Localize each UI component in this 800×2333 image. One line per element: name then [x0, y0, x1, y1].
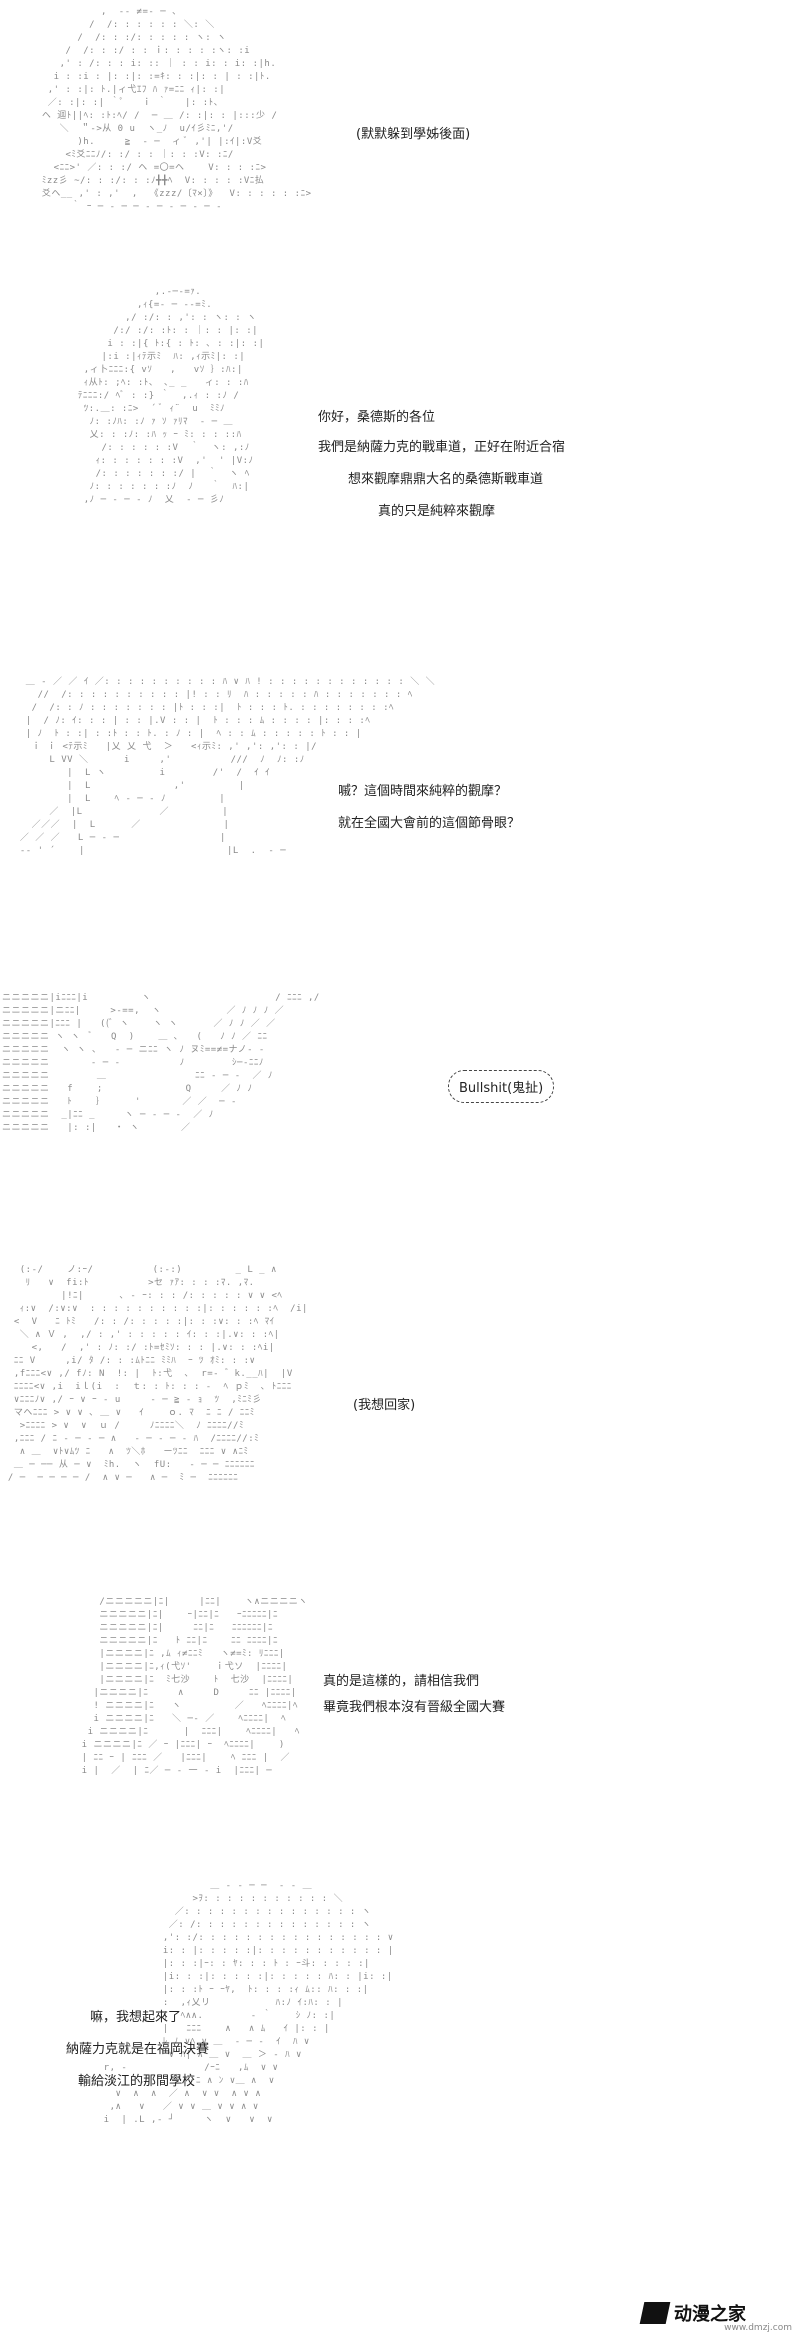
- logo-text: 动漫之家: [674, 2304, 746, 2325]
- panel-6-line-2: 畢竟我們根本沒有晉級全國大賽: [323, 1700, 506, 1715]
- panel-3-line-2: 就在全國大會前的這個節骨眼？: [338, 816, 521, 831]
- panel-1: , -‐ ≠=‐ ─ 、 / /: : : : : : ＼: ＼ / /: : …: [0, 0, 800, 300]
- panel-6-ascii-art: /ニニニニニ|ﾆ| |ﾆﾆ| ヽ∧ニニニニヽ ニニニニニ|ﾆ| ｰ|ﾆﾆ|ﾆ ｰ…: [81, 1597, 308, 1776]
- panel-6: /ニニニニニ|ﾆ| |ﾆﾆ| ヽ∧ニニニニヽ ニニニニニ|ﾆ| ｰ|ﾆﾆ|ﾆ ｰ…: [0, 1596, 800, 1876]
- panel-7: ＿ ‐ ‐ ─ ─ ‐ ‐ ＿ >ｦ: : : : : : : : : : : …: [0, 1880, 800, 2333]
- panel-2-ascii-art: ,.-─‐=ｧ. ,ｨ{=- ─ -‐=ﾐ. ,/ :/: : ,': : ヽ:…: [77, 287, 265, 505]
- speech-bubble: Bullshit(鬼扯): [448, 1070, 555, 1103]
- panel-7-ascii-art: ＿ ‐ ‐ ─ ─ ‐ ‐ ＿ >ｦ: : : : : : : : : : : …: [103, 1881, 394, 2125]
- panel-3: ＿ ‐ ／ ／ ｲ ／: : : : : : : : : : ﾊ ∨ ﾊ ! :…: [0, 672, 800, 962]
- panel-1-ascii-art: , -‐ ≠=‐ ─ 、 / /: : : : : : ＼: ＼ / /: : …: [41, 7, 312, 212]
- panel-2-line-1: 你好，桑德斯的各位: [318, 410, 436, 425]
- panel-2-line-3: 想來觀摩鼎鼎大名的桑德斯戰車道: [348, 472, 544, 487]
- panel-5-ascii-art: (:-/ ノ:ｰ/ (:-:) _ L _ ∧ ﾘ ∨ fi:ﾄ >セ ｧｱ: …: [7, 1265, 308, 1483]
- panel-5: (:-/ ノ:ｰ/ (:-:) _ L _ ∧ ﾘ ∨ fi:ﾄ >セ ｧｱ: …: [0, 1258, 800, 1558]
- panel-4: ニニニニニ|iﾆﾆﾆ|i ヽ / ﾆﾆﾆ ,/ ニニニニニ|ニﾆﾆ| >‐==,…: [0, 990, 800, 1250]
- panel-1-caption: (默默躲到學姊後面): [356, 127, 471, 142]
- panel-6-line-1: 真的是這樣的，請相信我們: [323, 1674, 480, 1689]
- site-logo: 动漫之家: [639, 2299, 792, 2327]
- logo-mark-icon: [639, 2302, 671, 2324]
- panel-7-line-1: 嘛，我想起來了: [90, 2010, 182, 2025]
- panel-5-caption: (我想回家): [353, 1398, 416, 1413]
- panel-3-line-1: 嘁？這個時間來純粹的觀摩？: [338, 784, 508, 799]
- logo-url: www.dmzj.com: [724, 2323, 792, 2333]
- panel-3-ascii-art: ＿ ‐ ／ ／ ｲ ／: : : : : : : : : : ﾊ ∨ ﾊ ! :…: [19, 677, 436, 856]
- panel-7-line-3: 輸給淡江的那間學校: [78, 2074, 196, 2089]
- panel-4-ascii-art: ニニニニニ|iﾆﾆﾆ|i ヽ / ﾆﾆﾆ ,/ ニニニニニ|ニﾆﾆ| >‐==,…: [2, 993, 320, 1133]
- panel-2-line-2: 我們是納薩力克的戰車道，正好在附近合宿: [318, 440, 566, 455]
- panel-7-line-2: 納薩力克就是在福岡決賽: [66, 2042, 210, 2057]
- panel-2: ,.-─‐=ｧ. ,ｨ{=- ─ -‐=ﾐ. ,/ :/: : ,': : ヽ:…: [0, 282, 800, 662]
- panel-2-line-4: 真的只是純粹來觀摩: [378, 504, 496, 519]
